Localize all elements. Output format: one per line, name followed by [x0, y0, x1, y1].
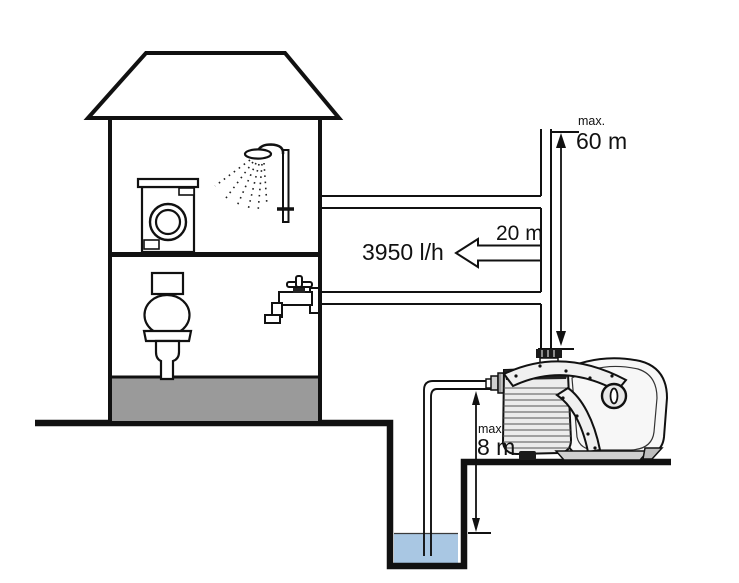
shower-spray	[214, 159, 268, 213]
suction-height-max-label: max.	[478, 422, 506, 436]
pump-ribs	[503, 387, 571, 449]
toilet-icon	[142, 271, 193, 381]
faucet-icon	[264, 275, 321, 324]
pump-icon	[485, 349, 669, 461]
supply-pipes	[314, 129, 552, 353]
well	[394, 532, 458, 563]
roof	[83, 51, 344, 120]
well-water	[394, 533, 458, 563]
flow-rate-label: 3950 l/h	[362, 239, 444, 265]
suction-pipe	[423, 380, 492, 556]
delivery-head-value-label: 60 m	[576, 128, 628, 154]
arrow-down-icon	[556, 331, 566, 346]
flow-direction-arrow-icon	[454, 237, 542, 269]
pipe-length-label: 20 m	[496, 222, 543, 245]
pump-screws	[514, 364, 614, 450]
arrow-up-icon	[472, 391, 480, 405]
house-foundation	[111, 378, 319, 421]
shower-icon	[214, 143, 294, 223]
arrow-down-icon	[472, 518, 480, 532]
suction-height-value-label: 8 m	[477, 434, 516, 460]
washing-machine-icon	[136, 177, 200, 254]
ground-profile	[35, 419, 671, 570]
arrow-up-icon	[556, 133, 566, 148]
delivery-head-max-label: max.	[578, 114, 606, 128]
house	[83, 51, 344, 421]
